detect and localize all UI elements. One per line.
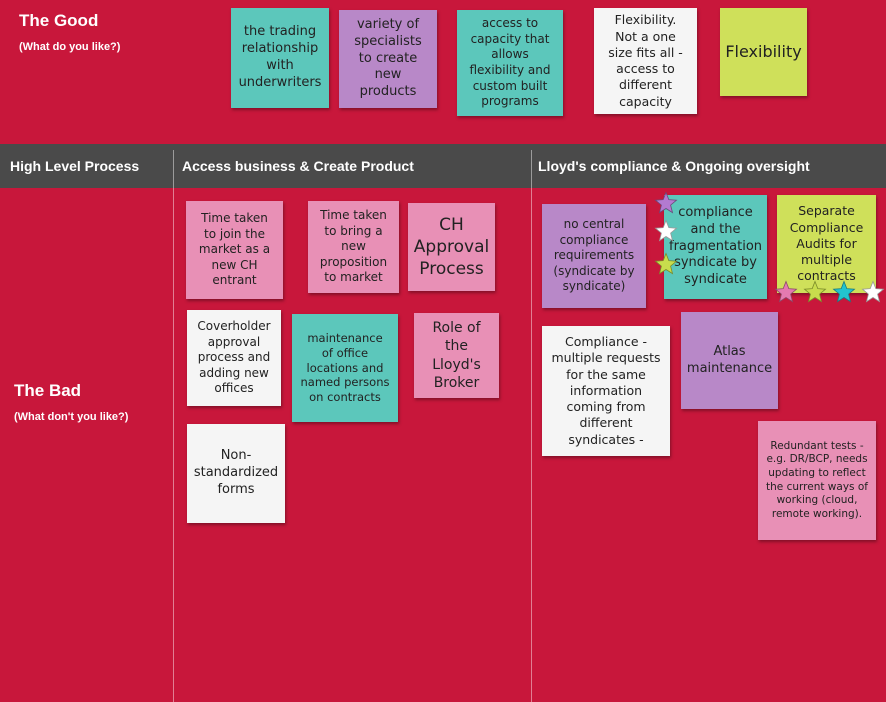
sticky-note[interactable]: Coverholder approval process and adding … <box>187 310 281 406</box>
sticky-note[interactable]: Separate Compliance Audits for multiple … <box>777 195 876 293</box>
sticky-note[interactable]: Atlas maintenance <box>681 312 778 409</box>
star-icon[interactable] <box>861 280 885 304</box>
sticky-note[interactable]: access to capacity that allows flexibili… <box>457 10 563 116</box>
the-bad-title: The Bad <box>14 381 82 400</box>
the-bad-subtitle: (What don't you like?) <box>14 411 129 423</box>
star-icon[interactable] <box>832 280 856 304</box>
star-icon[interactable] <box>803 280 827 304</box>
sticky-note[interactable]: compliance and the fragmentation syndica… <box>664 195 767 299</box>
sticky-note[interactable]: Time taken to join the market as a new C… <box>186 201 283 299</box>
sticky-note[interactable]: Flexibility <box>720 8 807 96</box>
column-divider-left <box>173 150 174 702</box>
sticky-note[interactable]: Role of the Lloyd's Broker <box>414 313 499 398</box>
sticky-note[interactable]: Compliance - multiple requests for the s… <box>542 326 670 456</box>
star-icon[interactable] <box>654 191 678 215</box>
sticky-note[interactable]: CH Approval Process <box>408 203 495 291</box>
sticky-note[interactable]: the trading relationship with underwrite… <box>231 8 329 108</box>
sticky-note[interactable]: variety of specialists to create new pro… <box>339 10 437 108</box>
process-header-band <box>0 144 886 188</box>
star-icon[interactable] <box>774 280 798 304</box>
lloyds-compliance-header: Lloyd's compliance & Ongoing oversight <box>538 158 810 174</box>
sticky-note[interactable]: maintenance of office locations and name… <box>292 314 398 422</box>
star-icon[interactable] <box>654 219 678 243</box>
column-divider-right <box>531 150 532 702</box>
sticky-note[interactable]: no central compliance requirements (synd… <box>542 204 646 308</box>
sticky-note[interactable]: Non-standardized forms <box>187 424 285 523</box>
access-business-header: Access business & Create Product <box>182 158 414 174</box>
high-level-process-label: High Level Process <box>10 158 140 174</box>
sticky-note[interactable]: Time taken to bring a new proposition to… <box>308 201 399 293</box>
star-icon[interactable] <box>654 252 678 276</box>
sticky-note[interactable]: Redundant tests - e.g. DR/BCP, needs upd… <box>758 421 876 540</box>
the-good-title: The Good <box>19 11 99 30</box>
the-good-subtitle: (What do you like?) <box>19 41 121 53</box>
sticky-note[interactable]: Flexibility. Not a one size fits all - a… <box>594 8 697 114</box>
